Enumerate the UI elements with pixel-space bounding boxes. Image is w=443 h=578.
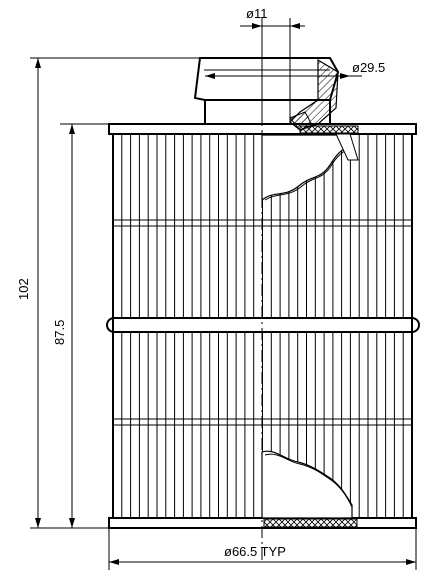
dimension-bore-diameter: ø11 <box>240 6 305 70</box>
outlet-fitting <box>193 57 340 131</box>
dimension-outlet-outer-diameter: ø29.5 <box>205 60 385 79</box>
outlet-outer-diameter-label: ø29.5 <box>352 60 385 75</box>
middle-support-ring <box>106 317 420 333</box>
top-cutaway-section <box>261 125 359 202</box>
overall-height-label: 102 <box>16 278 31 300</box>
bore-diameter-label: ø11 <box>246 6 267 21</box>
bottom-cutaway-section <box>261 450 358 528</box>
dimension-overall-height: 102 <box>16 57 200 529</box>
dimension-body-diameter: ø66.5 TYP <box>108 528 417 570</box>
body-height-label: 87.5 <box>52 320 67 345</box>
dimension-body-height: 87.5 <box>52 123 109 528</box>
body-diameter-label: ø66.5 TYP <box>224 544 286 559</box>
